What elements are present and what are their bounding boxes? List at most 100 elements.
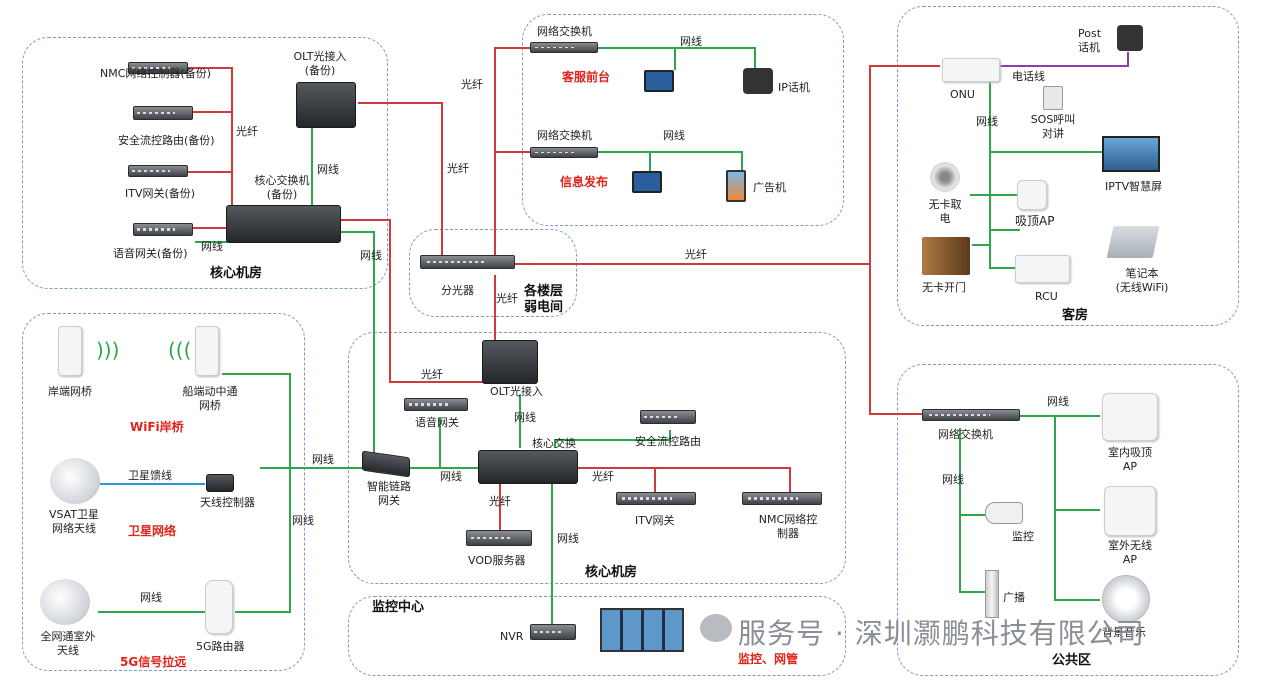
cable-info-devices <box>598 151 743 172</box>
olt-device <box>482 340 538 384</box>
zone-title-guest-room: 客房 <box>1062 308 1089 323</box>
camera-label: 监控 <box>1012 530 1034 543</box>
cable-label-voice-backup: 网线 <box>201 240 223 253</box>
monitor-wall-icon <box>600 608 684 652</box>
fiber-onu-public <box>869 264 925 415</box>
fiber-splitter-front <box>494 47 530 258</box>
pc-info-icon <box>632 171 662 193</box>
switch-front-label: 网络交换机 <box>537 25 592 38</box>
camera-icon <box>985 502 1023 524</box>
zone-core-room-top <box>22 37 388 289</box>
no-card-door-label: 无卡开门 <box>922 281 966 294</box>
itv-gw-label: ITV网关 <box>635 514 675 527</box>
fiber-label-olt: 光纤 <box>496 292 518 305</box>
onu-device <box>942 58 1000 82</box>
core-switch-backup-label: 核心交换机 (备份) <box>254 174 310 201</box>
zone-core-room-mid <box>348 332 846 584</box>
no-card-power-icon <box>930 162 960 192</box>
vod-server-device <box>466 530 532 546</box>
cable-label-smartgw-vert: 网线 <box>360 249 382 262</box>
ceiling-ap-room-icon <box>1017 180 1047 210</box>
sos-label: SOS呼叫 对讲 <box>1030 113 1076 140</box>
olt-backup-device <box>296 82 356 128</box>
ceiling-ap-room-label: 吸顶AP <box>1015 214 1055 228</box>
fiber-label-splitter: 光纤 <box>447 162 469 175</box>
nvr-device <box>530 624 576 640</box>
cable-label-public: 网线 <box>1047 395 1069 408</box>
splitter-label: 分光器 <box>441 284 474 297</box>
nvr-label: NVR <box>500 630 524 643</box>
cable-label-public-vert: 网线 <box>942 473 964 486</box>
fiber-label-backup: 光纤 <box>236 125 258 138</box>
indoor-ap-device <box>1102 393 1158 441</box>
nmc-label: NMC网络控 制器 <box>758 513 818 540</box>
switch-info-label: 网络交换机 <box>537 129 592 142</box>
cable-label-info: 网线 <box>663 129 685 142</box>
itv-backup-device <box>128 165 188 177</box>
cable-core-backup-smartgw <box>340 231 375 458</box>
zone-public-area <box>897 364 1239 676</box>
switch-public-label: 网络交换机 <box>938 428 993 441</box>
post-phone-label: Post 话机 <box>1078 27 1102 54</box>
cable-label-smartgw-core: 网线 <box>440 470 462 483</box>
core-switch-device <box>478 450 578 484</box>
zone-wifi-sat-5g <box>22 313 305 671</box>
vsat-antenna-icon <box>50 458 100 504</box>
zone-title-wifi-bridge: WiFi岸桥 <box>130 420 184 434</box>
outdoor-ap-label: 室外无线 AP <box>1108 539 1152 566</box>
vsat-label: VSAT卫星 网络天线 <box>48 508 100 535</box>
cable-label-olt-core: 网线 <box>514 411 536 424</box>
sec-router-device <box>640 410 696 424</box>
shore-bridge-label: 岸端网桥 <box>48 385 92 398</box>
zone-monitor-center <box>348 596 846 676</box>
smart-gw-label: 智能链路 网关 <box>367 480 411 507</box>
wifi-signal-icon-shore: ))) <box>96 338 120 362</box>
zone-title-satellite: 卫星网络 <box>128 524 177 538</box>
switch-info-device <box>530 147 598 158</box>
olt-backup-label: OLT光接入 (备份) <box>293 50 347 77</box>
fiber-core-backup-olt <box>340 219 495 383</box>
fiber-label-itv: 光纤 <box>592 470 614 483</box>
cable-label-5g: 网线 <box>140 591 162 604</box>
sec-router-label: 安全流控路由 <box>635 435 701 448</box>
sec-router-backup-device <box>133 106 193 120</box>
zone-title-monitor-mgmt: 监控、网管 <box>738 652 799 666</box>
voice-gw-label: 语音网关 <box>415 416 459 429</box>
switch-public-device <box>922 409 1020 421</box>
cable-front-devices <box>598 47 756 70</box>
splitter-device <box>420 255 515 269</box>
iptv-screen-icon <box>1102 136 1160 172</box>
pc-front-icon <box>644 70 674 92</box>
antenna-ctrl-label: 天线控制器 <box>200 496 255 509</box>
fiber-label-vod: 光纤 <box>489 495 511 508</box>
zone-title-public-area: 公共区 <box>1052 653 1092 668</box>
outdoor-ap-device <box>1104 486 1156 536</box>
itv-gw-device <box>616 492 696 505</box>
vod-label: VOD服务器 <box>468 554 526 567</box>
all-net-antenna-label: 全网通室外 天线 <box>40 630 96 657</box>
ship-bridge-device <box>195 326 219 376</box>
fiber-olt-backup-splitter <box>358 102 443 258</box>
sat-feed-label: 卫星馈线 <box>128 469 172 482</box>
nmc-backup-device <box>128 62 188 74</box>
cable-core-secrouter <box>554 430 671 448</box>
router-5g-device <box>205 580 233 634</box>
olt-label: OLT光接入 <box>490 385 543 398</box>
zone-title-front-desk: 客服前台 <box>562 70 611 84</box>
fiber-backup-bus <box>188 67 233 229</box>
no-card-power-label: 无卡取 电 <box>928 198 962 225</box>
laptop-label: 笔记本 (无线WiFi) <box>1115 267 1169 294</box>
phone-line-label: 电话线 <box>1012 70 1045 83</box>
zone-title-core-room-top: 核心机房 <box>210 266 263 281</box>
bg-music-label: 背景音乐 <box>1102 626 1146 639</box>
fiber-label-core-backup: 光纤 <box>421 368 443 381</box>
onu-label: ONU <box>950 88 975 101</box>
watermark-text: 服务号 · 深圳灏鹏科技有限公司 <box>738 617 1145 650</box>
cable-onu-devices <box>970 80 1105 269</box>
cable-label-front: 网线 <box>680 35 702 48</box>
zone-title-5g: 5G信号拉远 <box>120 655 187 669</box>
core-switch-backup-device <box>226 205 341 243</box>
shore-bridge-device <box>58 326 82 376</box>
rcu-device <box>1015 255 1070 283</box>
router-5g-label: 5G路由器 <box>196 640 245 653</box>
